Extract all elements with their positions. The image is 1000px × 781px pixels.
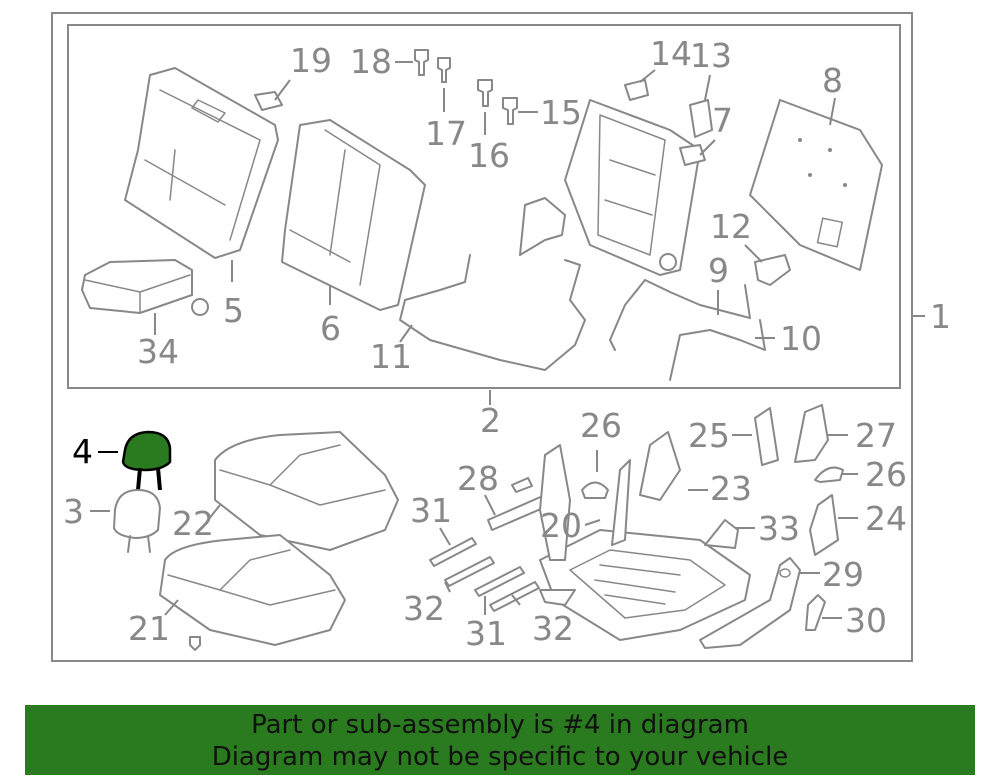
callout-15: 15 (540, 93, 582, 132)
callout-11: 11 (370, 337, 412, 376)
part-3-headrest (90, 489, 161, 553)
part-24-cover (809, 494, 858, 556)
part-26-clip-b (814, 466, 858, 483)
callout-7: 7 (712, 101, 733, 140)
part-19-clip (254, 79, 291, 111)
part-13-latch-cover (689, 74, 713, 138)
part-12-clip (744, 244, 791, 286)
callout-30: 30 (845, 601, 887, 640)
part-18-pin (395, 49, 429, 76)
part-26-clip-a (581, 450, 609, 499)
part-16-pin (477, 79, 493, 135)
part-8-back-panel (749, 97, 883, 271)
seatback-frame (519, 99, 701, 276)
parts-diagram: 1 2 3 4 5 6 7 8 9 10 11 12 13 14 15 16 1… (51, 12, 951, 662)
callout-32-b: 32 (532, 609, 574, 648)
callout-3: 3 (63, 492, 84, 531)
part-31-rail-a (429, 527, 477, 567)
callout-9: 9 (708, 251, 729, 290)
part-10-cable (669, 319, 775, 381)
callout-32-a: 32 (403, 589, 445, 628)
part-5-seatback-left (124, 67, 279, 282)
callout-33: 33 (758, 509, 800, 548)
callout-26-a: 26 (580, 406, 622, 445)
part-14-bracket (624, 69, 656, 101)
callout-31-a: 31 (410, 491, 452, 530)
callout-34: 34 (137, 332, 179, 371)
callout-25: 25 (688, 416, 730, 455)
callout-2: 2 (480, 401, 501, 440)
info-banner: Part or sub-assembly is #4 in diagram Di… (25, 705, 975, 775)
callout-22: 22 (172, 504, 214, 543)
callout-8: 8 (822, 61, 843, 100)
callout-16: 16 (468, 136, 510, 175)
callout-18: 18 (350, 42, 392, 81)
part-29-side-shield (699, 557, 820, 649)
callout-19: 19 (290, 41, 332, 80)
seatback-group-frame (67, 24, 901, 389)
part-15-pin (502, 97, 538, 125)
part-6-seatback-right (281, 119, 426, 311)
part-4-headrest (98, 430, 172, 491)
part-21-cushion (159, 534, 346, 651)
callout-4: 4 (72, 432, 93, 471)
callout-5: 5 (223, 291, 244, 330)
callout-27: 27 (855, 416, 897, 455)
callout-12: 12 (710, 207, 752, 246)
part-17-pin (437, 57, 451, 112)
part-11-cable (399, 254, 586, 371)
part-31-rail-b (474, 566, 525, 615)
banner-line-2: Diagram may not be specific to your vehi… (211, 742, 789, 772)
callout-6: 6 (320, 309, 341, 348)
part-30-clip (805, 594, 842, 631)
callout-26-b: 26 (865, 455, 907, 494)
callout-14: 14 (650, 34, 692, 73)
callout-1: 1 (930, 297, 951, 336)
callout-29: 29 (822, 555, 864, 594)
part-32-rail-a (444, 556, 495, 593)
part-22-cushion (207, 431, 399, 551)
callout-20: 20 (540, 506, 582, 545)
callout-23: 23 (710, 469, 752, 508)
part-23-cover (639, 431, 708, 501)
callout-17: 17 (425, 114, 467, 153)
banner-line-1: Part or sub-assembly is #4 in diagram (251, 710, 749, 740)
outer-frame (51, 12, 913, 662)
callout-13: 13 (690, 36, 732, 75)
part-7-hinge (679, 139, 716, 166)
part-27-bracket (794, 404, 848, 463)
callout-21: 21 (128, 609, 170, 648)
part-25-bracket (732, 407, 779, 466)
callout-28: 28 (457, 459, 499, 498)
part-20-seat-frame (539, 444, 751, 641)
callout-31-b: 31 (465, 614, 507, 653)
callout-24: 24 (865, 499, 907, 538)
part-34-armrest (81, 259, 209, 335)
callout-10: 10 (780, 319, 822, 358)
part-33-bracket (704, 519, 755, 549)
part-32-rail-b (489, 581, 540, 612)
part-9-cable (609, 279, 751, 351)
